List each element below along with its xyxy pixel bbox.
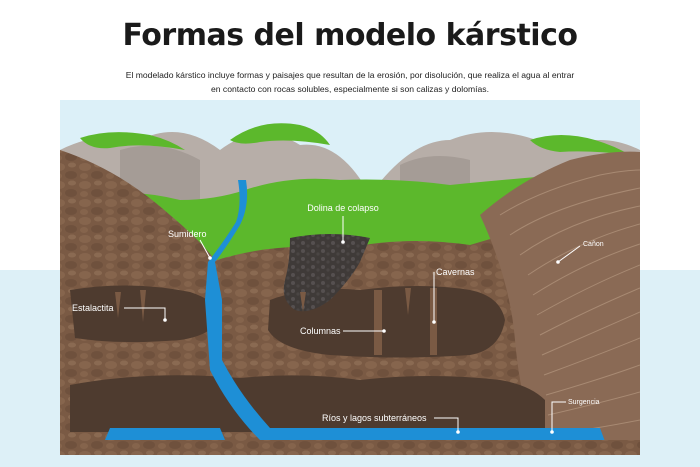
leader-estalactita [124, 307, 166, 320]
hill-cap-left [80, 132, 185, 150]
label-estalactita: Estalactita [72, 303, 114, 313]
page-title: Formas del modelo kárstico [122, 18, 578, 53]
leader-surgencia [551, 401, 566, 432]
cave-lower [70, 375, 545, 432]
diagram-scene [60, 100, 640, 455]
hill-cap-right [530, 135, 630, 155]
collapse-gravel [283, 234, 370, 312]
underground-lake [105, 428, 225, 440]
cave-estalactita [70, 285, 220, 343]
label-surgencia: Surgencia [568, 399, 600, 406]
canyon-wall [480, 151, 640, 455]
leader-canon [557, 245, 581, 263]
water-flow [205, 180, 610, 455]
label-columnas: Columnas [300, 326, 341, 336]
stalactites [115, 288, 411, 322]
subtitle-line-2: en contacto con rocas solubles, especial… [210, 84, 489, 94]
page-subtitle: El modelado kárstico incluye formas y pa… [90, 68, 610, 96]
label-dolina-de-colapso: Dolina de colapso [307, 203, 379, 213]
cave-cavernas [268, 286, 505, 358]
subtitle-line-1: El modelado kárstico incluye formas y pa… [125, 70, 575, 80]
bottom-rock [60, 440, 640, 455]
leader-lines [124, 216, 581, 432]
left-cliff [60, 150, 215, 300]
leader-dots [163, 240, 560, 434]
label-rios-y-lagos: Ríos y lagos subterráneos [322, 413, 427, 423]
hill-cap-center [230, 123, 330, 145]
label-sumidero: Sumidero [168, 229, 207, 239]
leader-sumidero [199, 239, 211, 259]
label-canon: Cañon [583, 241, 604, 248]
leader-rios [434, 417, 459, 432]
canyon-strata [499, 169, 640, 436]
label-cavernas: Cavernas [436, 267, 475, 277]
